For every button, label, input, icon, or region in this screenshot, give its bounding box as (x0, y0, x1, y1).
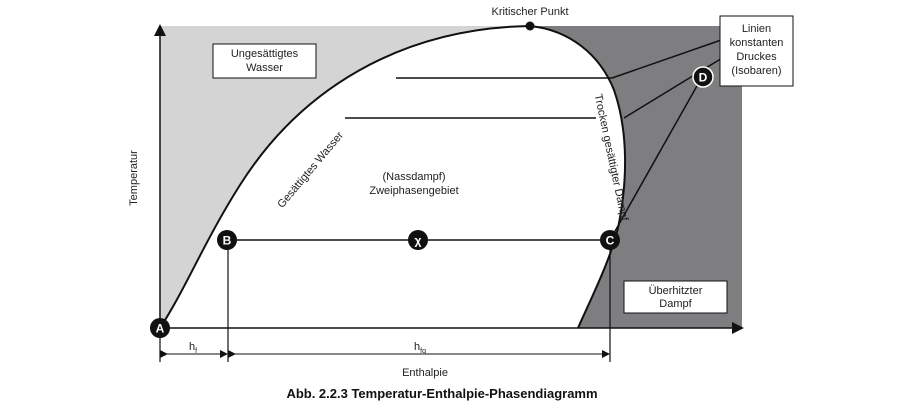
subcooled-label-line1: Ungesättigtes (231, 48, 299, 60)
subcooled-region (160, 26, 528, 328)
point-chi: χ (408, 230, 428, 250)
saturated-steam-curve (529, 25, 627, 329)
point-a-label: A (156, 322, 165, 336)
critical-point-marker (525, 21, 535, 31)
subcooled-label-box (212, 43, 317, 79)
isobars-label-line4: (Isobaren) (731, 65, 781, 77)
superheated-label-line2: Dampf (659, 298, 692, 310)
superheated-label-line1: Überhitzter (649, 285, 703, 297)
point-b: B (217, 230, 237, 250)
point-c-label: C (606, 234, 615, 248)
point-chi-label: χ (415, 234, 422, 248)
y-axis-label: Temperatur (128, 150, 140, 206)
critical-point-label: Kritischer Punkt (491, 6, 568, 18)
wet-steam-label-line2: Zweiphasengebiet (369, 185, 458, 197)
isobars-label-box (719, 15, 794, 87)
point-d: D (692, 66, 714, 88)
superheated-label-box (623, 280, 728, 314)
x-axis-label: Enthalpie (402, 367, 448, 379)
hfg-label: hfg (414, 341, 426, 355)
wet-steam-label-line1: (Nassdampf) (383, 171, 446, 183)
isobars-label-line2: konstanten (730, 37, 784, 49)
subcooled-label-line2: Wasser (246, 62, 283, 74)
point-b-label: B (223, 234, 232, 248)
point-c: C (600, 230, 620, 250)
saturated-water-label: Gesättigtes Wasser (275, 129, 346, 210)
isobars-label-line3: Druckes (736, 51, 777, 63)
isobars-label-line1: Linien (742, 23, 771, 35)
isobar-superheat-3 (609, 76, 703, 241)
isobar-superheat-2 (623, 51, 733, 119)
isobar-superheat-1 (611, 37, 728, 79)
point-a: A (150, 318, 170, 338)
hf-label: hf (189, 341, 197, 355)
figure-caption: Abb. 2.2.3 Temperatur-Enthalpie-Phasendi… (286, 386, 597, 401)
point-d-label: D (699, 71, 708, 85)
saturated-water-curve (159, 25, 531, 329)
